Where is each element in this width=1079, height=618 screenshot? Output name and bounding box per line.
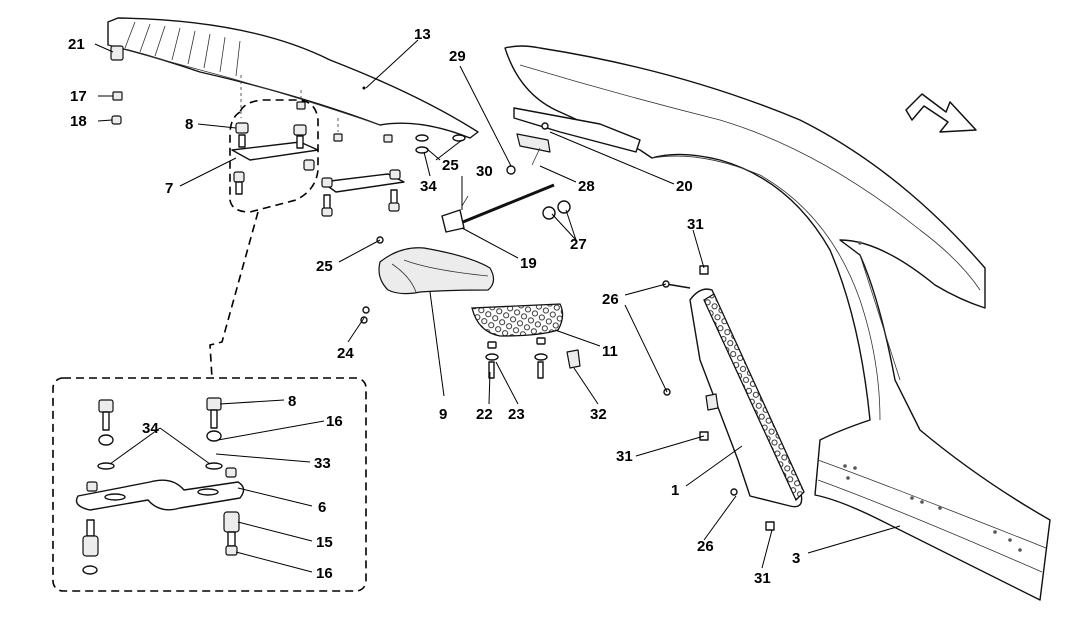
callout-27: 27 [570,236,587,253]
callout-31: 31 [687,216,704,233]
callout-19: 19 [520,255,537,272]
callout-22: 22 [476,406,493,423]
callout-32: 32 [590,406,607,423]
callout-18: 18 [70,113,87,130]
callout-26: 26 [602,291,619,308]
callout-28: 28 [578,178,595,195]
callout-1: 1 [671,482,679,499]
callout-8: 8 [288,393,296,410]
spoiler-fasteners [240,75,466,154]
callout-31: 31 [616,448,633,465]
air-duct-part [360,236,495,324]
rear-spoiler-part [107,17,479,139]
callout-25: 25 [442,157,459,174]
support-rod-assembly [441,183,571,233]
callout-16: 16 [326,413,343,430]
callout-30: 30 [476,163,493,180]
callout-9: 9 [439,406,447,423]
callout-24: 24 [337,345,354,362]
callout-25: 25 [316,258,333,275]
callout-11: 11 [602,343,618,360]
callout-6: 6 [318,499,326,516]
detail-leader [209,211,259,379]
callout-26: 26 [697,538,714,555]
leader-lines [94,39,901,573]
side-grille-part [662,265,805,531]
callout-16: 16 [316,565,333,582]
callout-13: 13 [414,26,431,43]
callout-21: 21 [68,36,85,53]
callout-33: 33 [314,455,331,472]
fender-mount-bracket [506,107,641,175]
callout-20: 20 [676,178,693,195]
callout-7: 7 [165,180,173,197]
callout-15: 15 [316,534,333,551]
callout-8: 8 [185,116,193,133]
callout-17: 17 [70,88,87,105]
front-direction-arrow-icon [905,93,977,133]
callout-3: 3 [792,550,800,567]
callout-23: 23 [508,406,525,423]
spoiler-bracket-assembly [231,122,405,217]
callout-31: 31 [754,570,771,587]
rear-fender-panel [504,45,1051,601]
upper-grille-part [471,303,581,379]
detail-outline [229,99,319,213]
callout-29: 29 [449,48,466,65]
callout-labels: 21 17 18 13 29 8 7 25 34 30 28 20 27 19 … [68,26,800,587]
callout-34: 34 [420,178,437,195]
callout-34: 34 [142,420,159,437]
inset-detail-box [52,377,367,592]
clip-parts [110,45,124,125]
